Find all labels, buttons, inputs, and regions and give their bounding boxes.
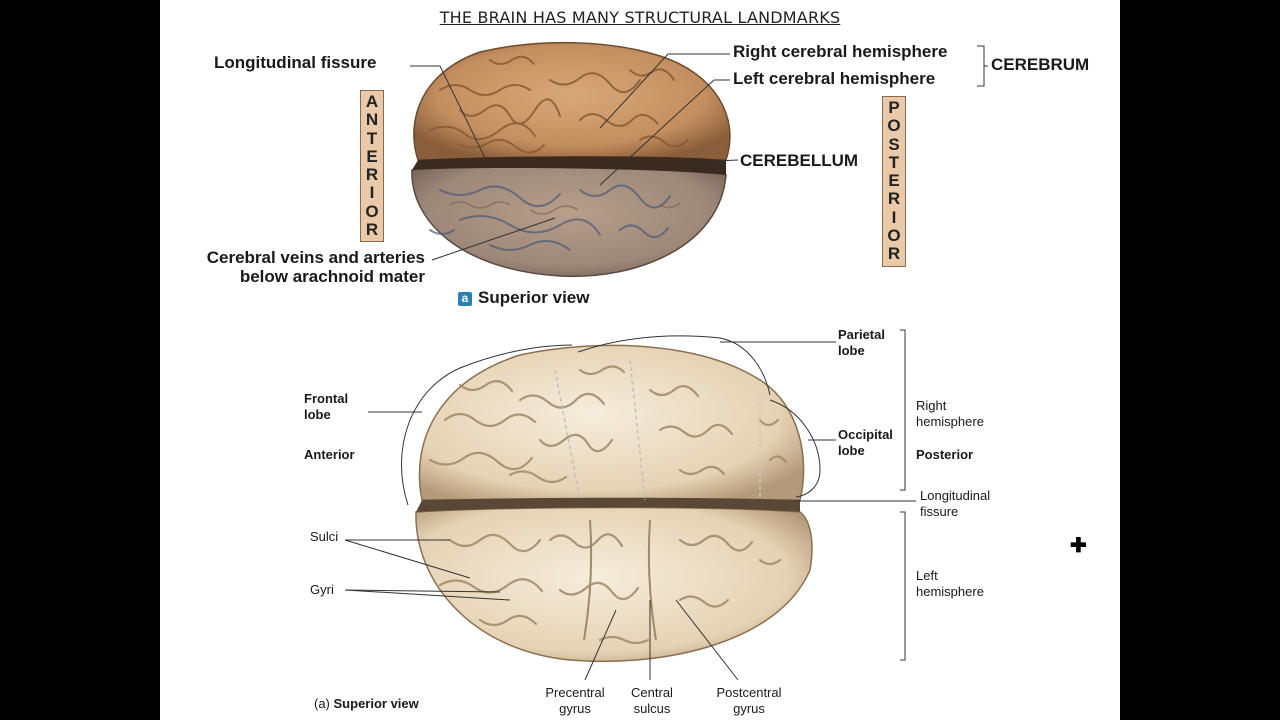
posterior-letter: R xyxy=(887,244,901,264)
anterior-letter: A xyxy=(365,92,379,111)
posterior-letter: O xyxy=(887,116,901,136)
posterior-letter: T xyxy=(888,152,900,172)
superior-view-caption-text: Superior view xyxy=(478,288,590,307)
posterior-letter: E xyxy=(888,171,900,191)
right-hemisphere-label: Right hemisphere xyxy=(916,398,984,430)
caption-prefix: (a) xyxy=(314,696,330,711)
move-cursor-icon: ✚ xyxy=(1070,535,1087,557)
slide: THE BRAIN HAS MANY STRUCTURAL LANDMARKS … xyxy=(160,0,1120,720)
posterior-label: Posterior xyxy=(916,447,974,462)
posterior-letter: S xyxy=(888,134,900,154)
precentral-gyrus-label: Precentral gyrus xyxy=(542,685,608,717)
left-hemisphere-line-2: hemisphere xyxy=(916,584,984,599)
posterior-letter: P xyxy=(888,98,900,117)
left-hemisphere-line-1: Left xyxy=(916,568,938,583)
superior-view-caption-a: a Superior view xyxy=(458,288,589,308)
occipital-lobe-line-2: lobe xyxy=(838,443,865,458)
frontal-lobe-line-2: lobe xyxy=(304,407,331,422)
posterior-letter: O xyxy=(887,226,901,246)
precentral-line-1: Precentral xyxy=(545,685,605,700)
bottom-right-hemisphere-shape xyxy=(418,344,805,501)
superior-view-caption-bottom: (a) Superior view xyxy=(314,696,419,712)
occipital-lobe-label: Occipital lobe xyxy=(838,427,893,459)
top-leader-lines xyxy=(410,45,988,261)
left-hemisphere-shape xyxy=(411,158,727,278)
posterior-letter: R xyxy=(887,189,901,209)
parietal-lobe-line-1: Parietal xyxy=(838,327,885,342)
bottom-leader-lines xyxy=(344,329,916,681)
diagram-drawing xyxy=(344,41,988,681)
posterior-letter: I xyxy=(891,207,897,227)
cerebral-veins-line-2: below arachnoid mater xyxy=(239,267,425,286)
slide-title: THE BRAIN HAS MANY STRUCTURAL LANDMARKS xyxy=(439,8,841,27)
parietal-lobe-label: Parietal lobe xyxy=(838,327,885,359)
longitudinal-fissure-label: Longitudinal fissure xyxy=(214,53,377,72)
left-cerebral-hemisphere-label: Left cerebral hemisphere xyxy=(733,69,936,88)
precentral-line-2: gyrus xyxy=(559,701,591,716)
anterior-letter: R xyxy=(365,220,379,240)
parietal-lobe-line-2: lobe xyxy=(838,343,865,358)
figure-a-badge: a xyxy=(458,292,472,306)
cerebral-veins-label: Cerebral veins and arteries below arachn… xyxy=(160,248,425,286)
central-line-1: Central xyxy=(631,685,673,700)
anterior-letter: R xyxy=(365,165,379,185)
bottom-left-hemisphere-shape xyxy=(415,506,813,663)
cerebellum-label: CEREBELLUM xyxy=(740,151,859,170)
anterior-letter: E xyxy=(366,146,378,166)
anterior-letter: I xyxy=(369,183,375,203)
frontal-lobe-label: Frontal lobe xyxy=(304,391,348,423)
postcentral-gyrus-label: Postcentral gyrus xyxy=(710,685,788,717)
left-hemisphere-label: Left hemisphere xyxy=(916,568,984,600)
central-line-2: sulcus xyxy=(633,701,671,716)
sulci-label: Sulci xyxy=(310,529,339,544)
frontal-lobe-line-1: Frontal xyxy=(304,391,349,406)
right-cerebral-hemisphere-label: Right cerebral hemisphere xyxy=(733,42,948,61)
postcentral-line-2: gyrus xyxy=(733,701,765,716)
postcentral-line-1: Postcentral xyxy=(716,685,782,700)
bottom-brain-image xyxy=(415,344,813,663)
top-brain-image xyxy=(411,41,731,278)
right-hemisphere-line-1: Right xyxy=(916,398,947,413)
cerebral-veins-line-1: Cerebral veins and arteries xyxy=(206,248,425,267)
longitudinal-fissure-bottom-label: Longitudinal fissure xyxy=(920,488,990,520)
central-sulcus-label: Central sulcus xyxy=(626,685,678,717)
anterior-letter: O xyxy=(365,201,379,221)
anterior-label: Anterior xyxy=(304,447,355,462)
anterior-letter: T xyxy=(366,128,378,148)
right-hemisphere-shape xyxy=(413,41,731,161)
occipital-lobe-line-1: Occipital xyxy=(838,427,893,442)
caption-text: Superior view xyxy=(333,696,419,711)
gyri-label: Gyri xyxy=(310,582,334,597)
longitudinal-fissure-line-2: fissure xyxy=(920,504,959,519)
anterior-letter: N xyxy=(365,110,379,130)
right-hemisphere-line-2: hemisphere xyxy=(916,414,984,429)
cerebrum-label: CEREBRUM xyxy=(991,55,1090,74)
longitudinal-fissure-line-1: Longitudinal xyxy=(920,488,991,503)
